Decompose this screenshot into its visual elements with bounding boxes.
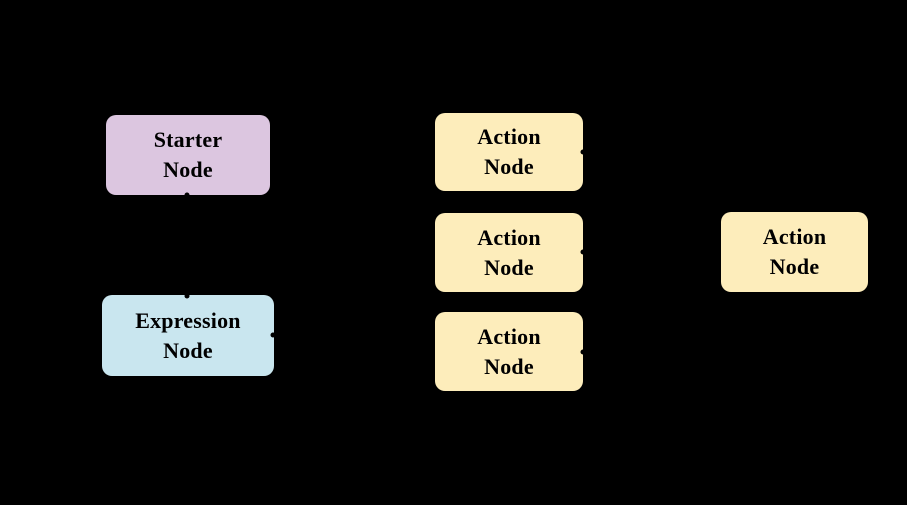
connector-stub-expression-right — [270, 332, 276, 338]
expression-node[interactable]: Expression Node — [102, 295, 274, 376]
action-node-4-label: Action Node — [762, 224, 827, 279]
action-node-3[interactable]: Action Node — [435, 312, 583, 391]
connector-stub-starter-bottom — [184, 192, 190, 198]
connector-stub-action3-right — [580, 349, 586, 355]
action-node-1-label: Action Node — [477, 124, 541, 179]
action-node-2-label: Action Node — [477, 224, 541, 280]
starter-node[interactable]: Starter Node — [106, 115, 270, 195]
action-node-3-label: Action Node — [477, 323, 541, 379]
connector-stub-action1-right — [580, 149, 586, 155]
starter-node-label: Starter Node — [153, 127, 223, 182]
expression-node-label: Expression Node — [135, 307, 241, 363]
connector-stub-action2-right — [580, 249, 586, 255]
action-node-4[interactable]: Action Node — [721, 212, 868, 292]
connector-stub-expression-top — [184, 293, 190, 299]
action-node-1[interactable]: Action Node — [435, 113, 583, 191]
action-node-2[interactable]: Action Node — [435, 213, 583, 292]
